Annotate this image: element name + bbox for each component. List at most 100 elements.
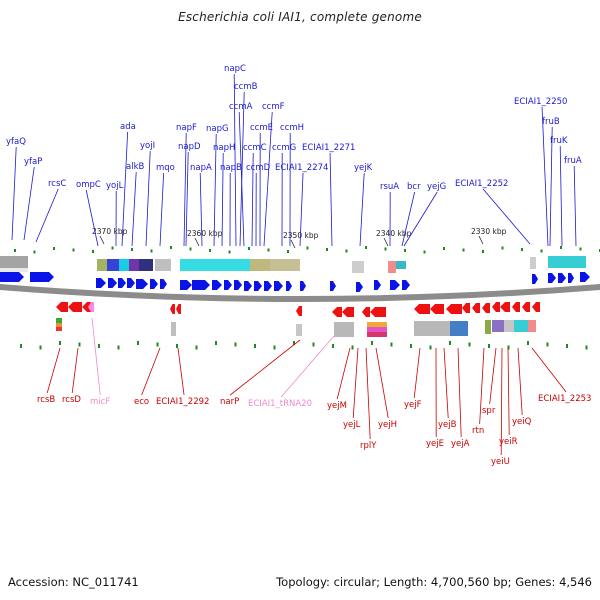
backbone-band	[0, 284, 600, 302]
gene-label-yfaP: yfaP	[24, 157, 42, 167]
gene-label-ECIAI1_2271: ECIAI1_2271	[302, 143, 355, 153]
gene-label-ada: ada	[120, 122, 136, 132]
leader-line	[403, 191, 438, 247]
minor-tick	[326, 248, 328, 251]
gene-label-ccmH: ccmH	[280, 123, 304, 133]
gene-label-rtn: rtn	[472, 426, 484, 436]
reverse-gene-arrow	[430, 304, 444, 314]
leader-line	[239, 91, 245, 247]
feature-block	[352, 261, 364, 273]
minor-tick	[111, 246, 114, 250]
reverse-gene-arrow	[414, 304, 430, 314]
gene-label-ccmD: ccmD	[246, 163, 271, 173]
feature-block	[119, 259, 129, 271]
feature-block	[56, 318, 62, 323]
gene-label-rplY: rplY	[360, 441, 377, 451]
gene-label-eco: eco	[134, 397, 149, 407]
forward-gene-arrow	[254, 281, 262, 291]
gene-label-ECIAI1_2292: ECIAI1_2292	[156, 397, 209, 407]
minor-tick	[156, 342, 159, 347]
scale-tick-mark	[383, 237, 389, 247]
forward-gene-arrow	[118, 278, 126, 288]
gene-label-yejG: yejG	[427, 182, 446, 192]
minor-tick	[195, 345, 198, 350]
forward-gene-arrow	[234, 280, 242, 290]
gene-label-yojI: yojI	[140, 141, 155, 151]
feature-blocks	[0, 256, 586, 337]
gene-label-napA: napA	[190, 163, 212, 173]
forward-gene-arrow	[264, 281, 272, 291]
gene-arrows	[0, 272, 590, 317]
gene-label-napH: napH	[213, 143, 235, 153]
gene-label-napB: napB	[220, 163, 242, 173]
forward-gene-arrow	[108, 278, 117, 288]
reverse-gene-arrow	[462, 303, 470, 313]
gene-label-yejM: yejM	[327, 401, 347, 411]
minor-tick	[332, 344, 334, 348]
leader-line	[482, 188, 531, 245]
gene-label-napG: napG	[206, 124, 229, 134]
reverse-gene-arrow	[472, 303, 480, 313]
leader-line	[413, 347, 421, 399]
feature-block	[530, 257, 536, 269]
leader-line	[121, 131, 129, 247]
minor-tick	[527, 341, 529, 345]
minor-tick	[78, 342, 81, 347]
leader-line	[517, 347, 523, 416]
feature-block	[0, 268, 28, 272]
leader-line	[35, 188, 59, 243]
scale-tick-mark	[290, 239, 296, 249]
leader-line	[329, 152, 333, 247]
gene-label-rcsD: rcsD	[62, 395, 81, 405]
feature-block	[485, 320, 491, 334]
feature-block	[296, 324, 302, 336]
gene-label-yejE: yejE	[426, 439, 444, 449]
leader-line	[559, 145, 563, 247]
accession-label: Accession: NC_011741	[8, 575, 139, 589]
forward-gene-arrow	[330, 281, 336, 291]
minor-tick	[306, 246, 309, 250]
gene-label-yeiQ: yeiQ	[512, 417, 532, 427]
gene-label-yejH: yejH	[378, 420, 397, 430]
feature-block	[155, 259, 171, 271]
forward-gene-arrow	[212, 280, 222, 290]
reverse-gene-arrow	[296, 306, 302, 316]
feature-block	[388, 261, 396, 273]
reverse-gene-arrow	[370, 307, 386, 317]
genome-backbone	[0, 284, 600, 302]
minor-tick	[170, 246, 172, 249]
feature-block	[414, 321, 450, 336]
gene-label-rsuA: rsuA	[380, 182, 399, 192]
leader-line	[280, 335, 335, 398]
minor-tick	[429, 345, 432, 350]
gene-label-yejL: yejL	[343, 420, 361, 430]
minor-tick	[287, 250, 289, 253]
gene-label-yojL: yojL	[106, 181, 124, 191]
leader-line	[159, 172, 165, 247]
leader-line	[199, 172, 203, 247]
minor-tick	[540, 249, 543, 253]
gene-label-ECIAI1_2253: ECIAI1_2253	[538, 394, 591, 404]
minor-tick	[410, 344, 412, 348]
minor-tick	[585, 345, 588, 350]
scale-tick-label: 2340 kbp	[376, 229, 412, 238]
leader-line	[233, 73, 237, 247]
feature-block	[139, 259, 153, 271]
forward-gene-arrow	[136, 279, 148, 289]
leader-line	[71, 347, 79, 394]
forward-gene-arrow	[558, 273, 566, 283]
leader-line	[85, 189, 99, 247]
minor-tick	[546, 342, 549, 347]
gene-label-ccmB: ccmB	[234, 82, 258, 92]
reverse-gene-arrow	[512, 302, 520, 312]
feature-block	[367, 322, 387, 327]
map-title: Escherichia coli IAI1, complete genome	[178, 10, 422, 24]
leader-line	[573, 165, 577, 247]
forward-gene-arrow	[180, 280, 192, 290]
feature-block	[270, 259, 300, 271]
minor-tick	[137, 341, 139, 345]
forward-gene-arrow	[402, 280, 410, 290]
gene-label-ECIAI1_tRNA20: ECIAI1_tRNA20	[248, 399, 312, 409]
minor-tick	[59, 341, 61, 345]
